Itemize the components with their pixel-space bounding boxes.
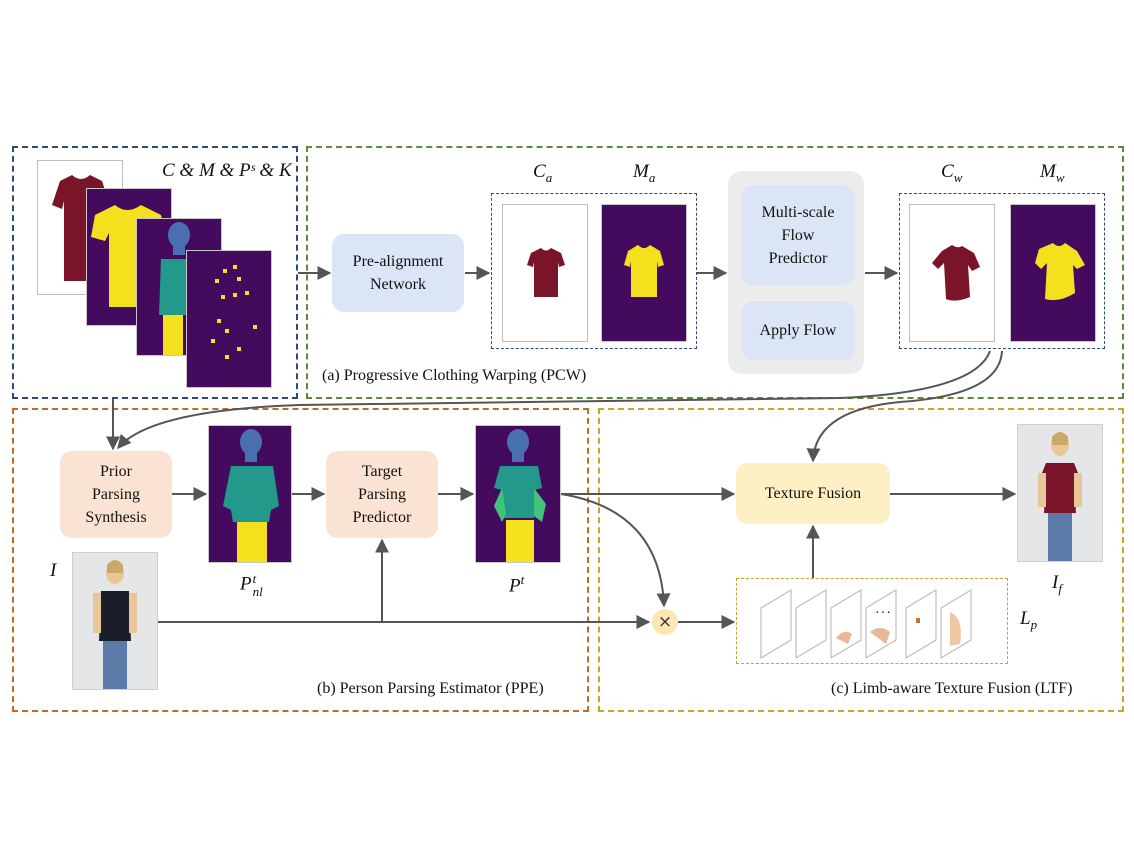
- warped-outputs-group: [899, 193, 1105, 349]
- limb-prior-group: [736, 578, 1008, 664]
- mask-shirt-shape: [624, 245, 664, 297]
- input-person-image: [72, 552, 158, 690]
- ppe-title: (b) Person Parsing Estimator (PPE): [317, 680, 544, 697]
- prior-parsing-synthesis: Prior Parsing Synthesis: [60, 451, 172, 538]
- tshirt-icon: [932, 245, 980, 301]
- ca-label: Ca: [533, 161, 553, 185]
- limb-prior-slices: [760, 588, 972, 660]
- apply-flow: Apply Flow: [741, 301, 855, 360]
- ma-label: Ma: [633, 161, 656, 185]
- input-keypoints: [186, 250, 272, 388]
- limb-slice: [940, 588, 972, 660]
- multiscale-flow-predictor: Multi-scale Flow Predictor: [741, 185, 855, 285]
- lp-label: Lp: [1020, 608, 1038, 632]
- prealignment-network: Pre-alignment Network: [332, 234, 464, 312]
- pt-label: Pt: [509, 572, 525, 597]
- cw-label: Cw: [941, 161, 963, 185]
- prealigned-cloth-image: [502, 204, 588, 342]
- ltf-title: (c) Limb-aware Texture Fusion (LTF): [831, 680, 1073, 697]
- target-parsing-predictor: Target Parsing Predictor: [326, 451, 438, 538]
- person-photo: [93, 560, 137, 689]
- multiply-operator: ×: [652, 609, 678, 635]
- slices-ellipsis: ···: [875, 606, 892, 621]
- person-photo: [1038, 432, 1082, 561]
- limb-slice: [865, 588, 897, 660]
- limb-slice: [795, 588, 827, 660]
- mw-label: Mw: [1040, 161, 1065, 185]
- inputs-region: [12, 146, 298, 399]
- final-tryon-image: [1017, 424, 1103, 562]
- prealigned-outputs-group: [491, 193, 697, 349]
- arrow-warped-to-prior: [117, 350, 991, 450]
- limb-slice: [760, 588, 792, 660]
- texture-fusion: Texture Fusion: [736, 463, 890, 524]
- limb-slice: [830, 588, 862, 660]
- ppe-region: [12, 408, 589, 712]
- inputs-label: C & M & Pˢ & K: [162, 160, 292, 181]
- keypoint-dots: [211, 265, 257, 359]
- warped-cloth-image: [909, 204, 995, 342]
- input-person-label: I: [50, 560, 57, 581]
- target-parsing-map: [475, 425, 561, 563]
- prior-parsing-map: [208, 425, 292, 563]
- prealigned-cloth-mask: [601, 204, 687, 342]
- arrow-pt-to-multiply: [560, 493, 671, 608]
- parsing-figure: [223, 429, 279, 562]
- arrow-warped-to-fusion: [806, 350, 1003, 463]
- parsing-figure: [494, 429, 546, 562]
- tshirt-icon: [527, 248, 565, 297]
- warped-cloth-mask: [1010, 204, 1096, 342]
- limb-slice: [905, 588, 937, 660]
- mask-shirt-shape: [1035, 243, 1085, 301]
- if-label: If: [1052, 572, 1062, 596]
- pcw-title: (a) Progressive Clothing Warping (PCW): [322, 367, 587, 384]
